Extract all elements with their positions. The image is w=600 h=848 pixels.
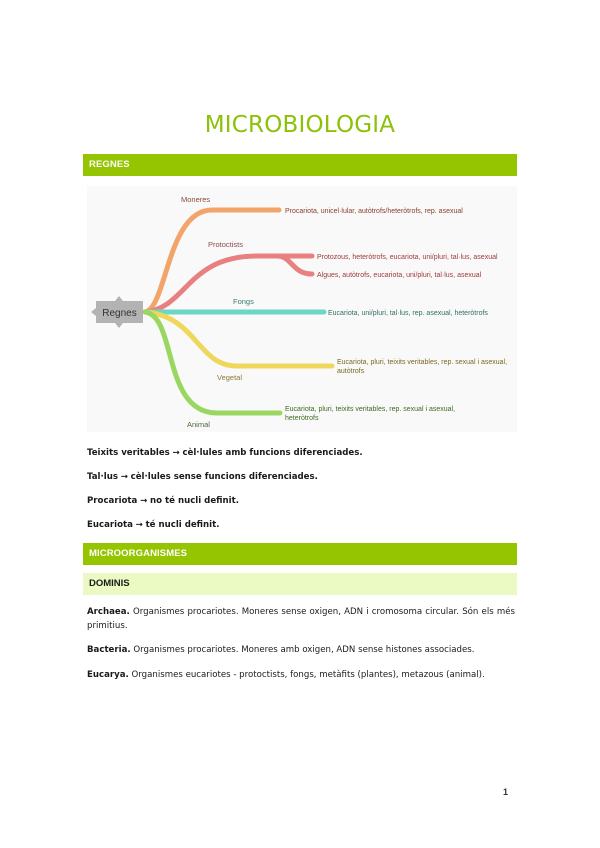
subsection-heading-dominis: DOMINIS bbox=[83, 573, 517, 595]
domain-bacteria: Bacteria. Organismes procariotes. Monere… bbox=[87, 645, 475, 655]
branch-animal bbox=[142, 309, 283, 416]
page-number: 1 bbox=[503, 787, 509, 797]
definition-procariota: Procariota → no té nucli definit. bbox=[87, 496, 239, 506]
branch-vegetal bbox=[142, 309, 335, 369]
definition-term: Tal·lus bbox=[87, 472, 118, 482]
definition-term: Procariota bbox=[87, 496, 138, 506]
definition-term: Teixits veritables bbox=[87, 448, 170, 458]
desc-vegetal-line2: autòtrofs bbox=[337, 368, 365, 375]
branch-algues bbox=[274, 253, 315, 277]
page-title: MICROBIOLOGIA bbox=[204, 112, 396, 138]
definition-term: Eucariota bbox=[87, 520, 133, 530]
definition-eucariota: Eucariota → té nucli definit. bbox=[87, 520, 220, 530]
domain-name: Archaea. bbox=[87, 607, 130, 617]
definition-teixits: Teixits veritables → cèl·lules amb funci… bbox=[87, 448, 363, 458]
kingdoms-mindmap: Regnes Moneres Protoctists Fongs Vegetal… bbox=[87, 186, 517, 432]
domain-archaea: Archaea. Organismes procariotes. Moneres… bbox=[87, 607, 515, 631]
label-moneres: Moneres bbox=[181, 195, 210, 204]
label-animal: Animal bbox=[187, 420, 210, 429]
desc-protozous: Protozous, heteròtrofs, eucariota, uni/p… bbox=[317, 254, 498, 261]
definition-tallus: Tal·lus → cèl·lules sense funcions difer… bbox=[87, 472, 318, 482]
branch-protoctists bbox=[142, 253, 295, 315]
desc-algues: Algues, autòtrofs, eucariota, uni/pluri,… bbox=[317, 272, 482, 279]
section-heading-microorganismes: MICROORGANISMES bbox=[83, 543, 517, 565]
desc-fongs: Eucariota, uni/pluri, tal·lus, rep. asex… bbox=[328, 310, 488, 317]
root-label: Regnes bbox=[102, 308, 136, 319]
label-fongs: Fongs bbox=[233, 297, 254, 306]
desc-vegetal-line1: Eucariota, pluri, teixits veritables, re… bbox=[337, 359, 507, 366]
domain-name: Eucarya. bbox=[87, 670, 129, 680]
desc-animal-line2: heteròtrofs bbox=[285, 415, 319, 422]
root-node-regnes: Regnes bbox=[91, 296, 143, 328]
domain-name: Bacteria. bbox=[87, 645, 131, 655]
label-protoctists: Protoctists bbox=[208, 240, 243, 249]
desc-moneres: Procariota, unicel·lular, autòtrofs/hete… bbox=[285, 208, 463, 215]
section-heading-regnes: REGNES bbox=[83, 154, 517, 176]
branch-moneres bbox=[142, 207, 282, 315]
domain-eucarya: Eucarya. Organismes eucariotes - protoct… bbox=[87, 670, 485, 680]
label-vegetal: Vegetal bbox=[217, 373, 242, 382]
desc-animal-line1: Eucariota, pluri, teixits veritables, re… bbox=[285, 406, 455, 413]
